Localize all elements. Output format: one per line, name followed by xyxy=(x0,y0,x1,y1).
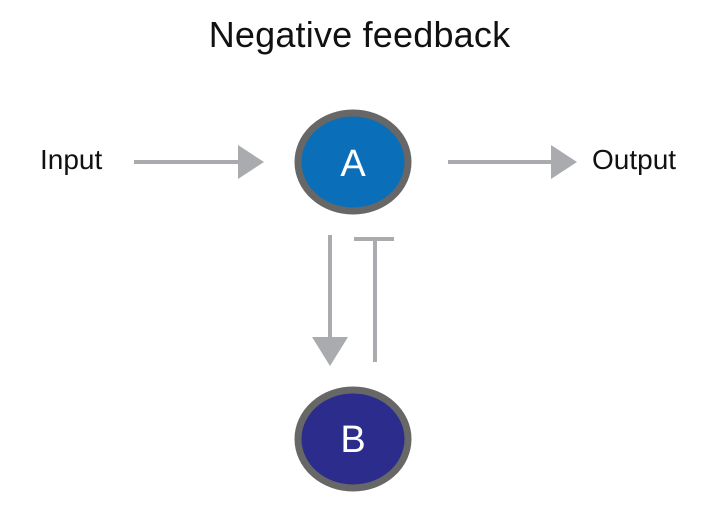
input-arrow xyxy=(134,145,264,179)
diagram-title: Negative feedback xyxy=(208,14,511,55)
activation-arrow-a-to-b xyxy=(312,235,348,366)
input-label: Input xyxy=(40,144,103,175)
node-a: A xyxy=(294,109,412,215)
node-a-label: A xyxy=(340,143,366,185)
node-b-label: B xyxy=(340,419,365,461)
output-label: Output xyxy=(592,144,677,175)
node-b: B xyxy=(294,386,412,492)
inhibition-line-b-to-a xyxy=(354,237,394,362)
output-arrow xyxy=(448,145,577,179)
